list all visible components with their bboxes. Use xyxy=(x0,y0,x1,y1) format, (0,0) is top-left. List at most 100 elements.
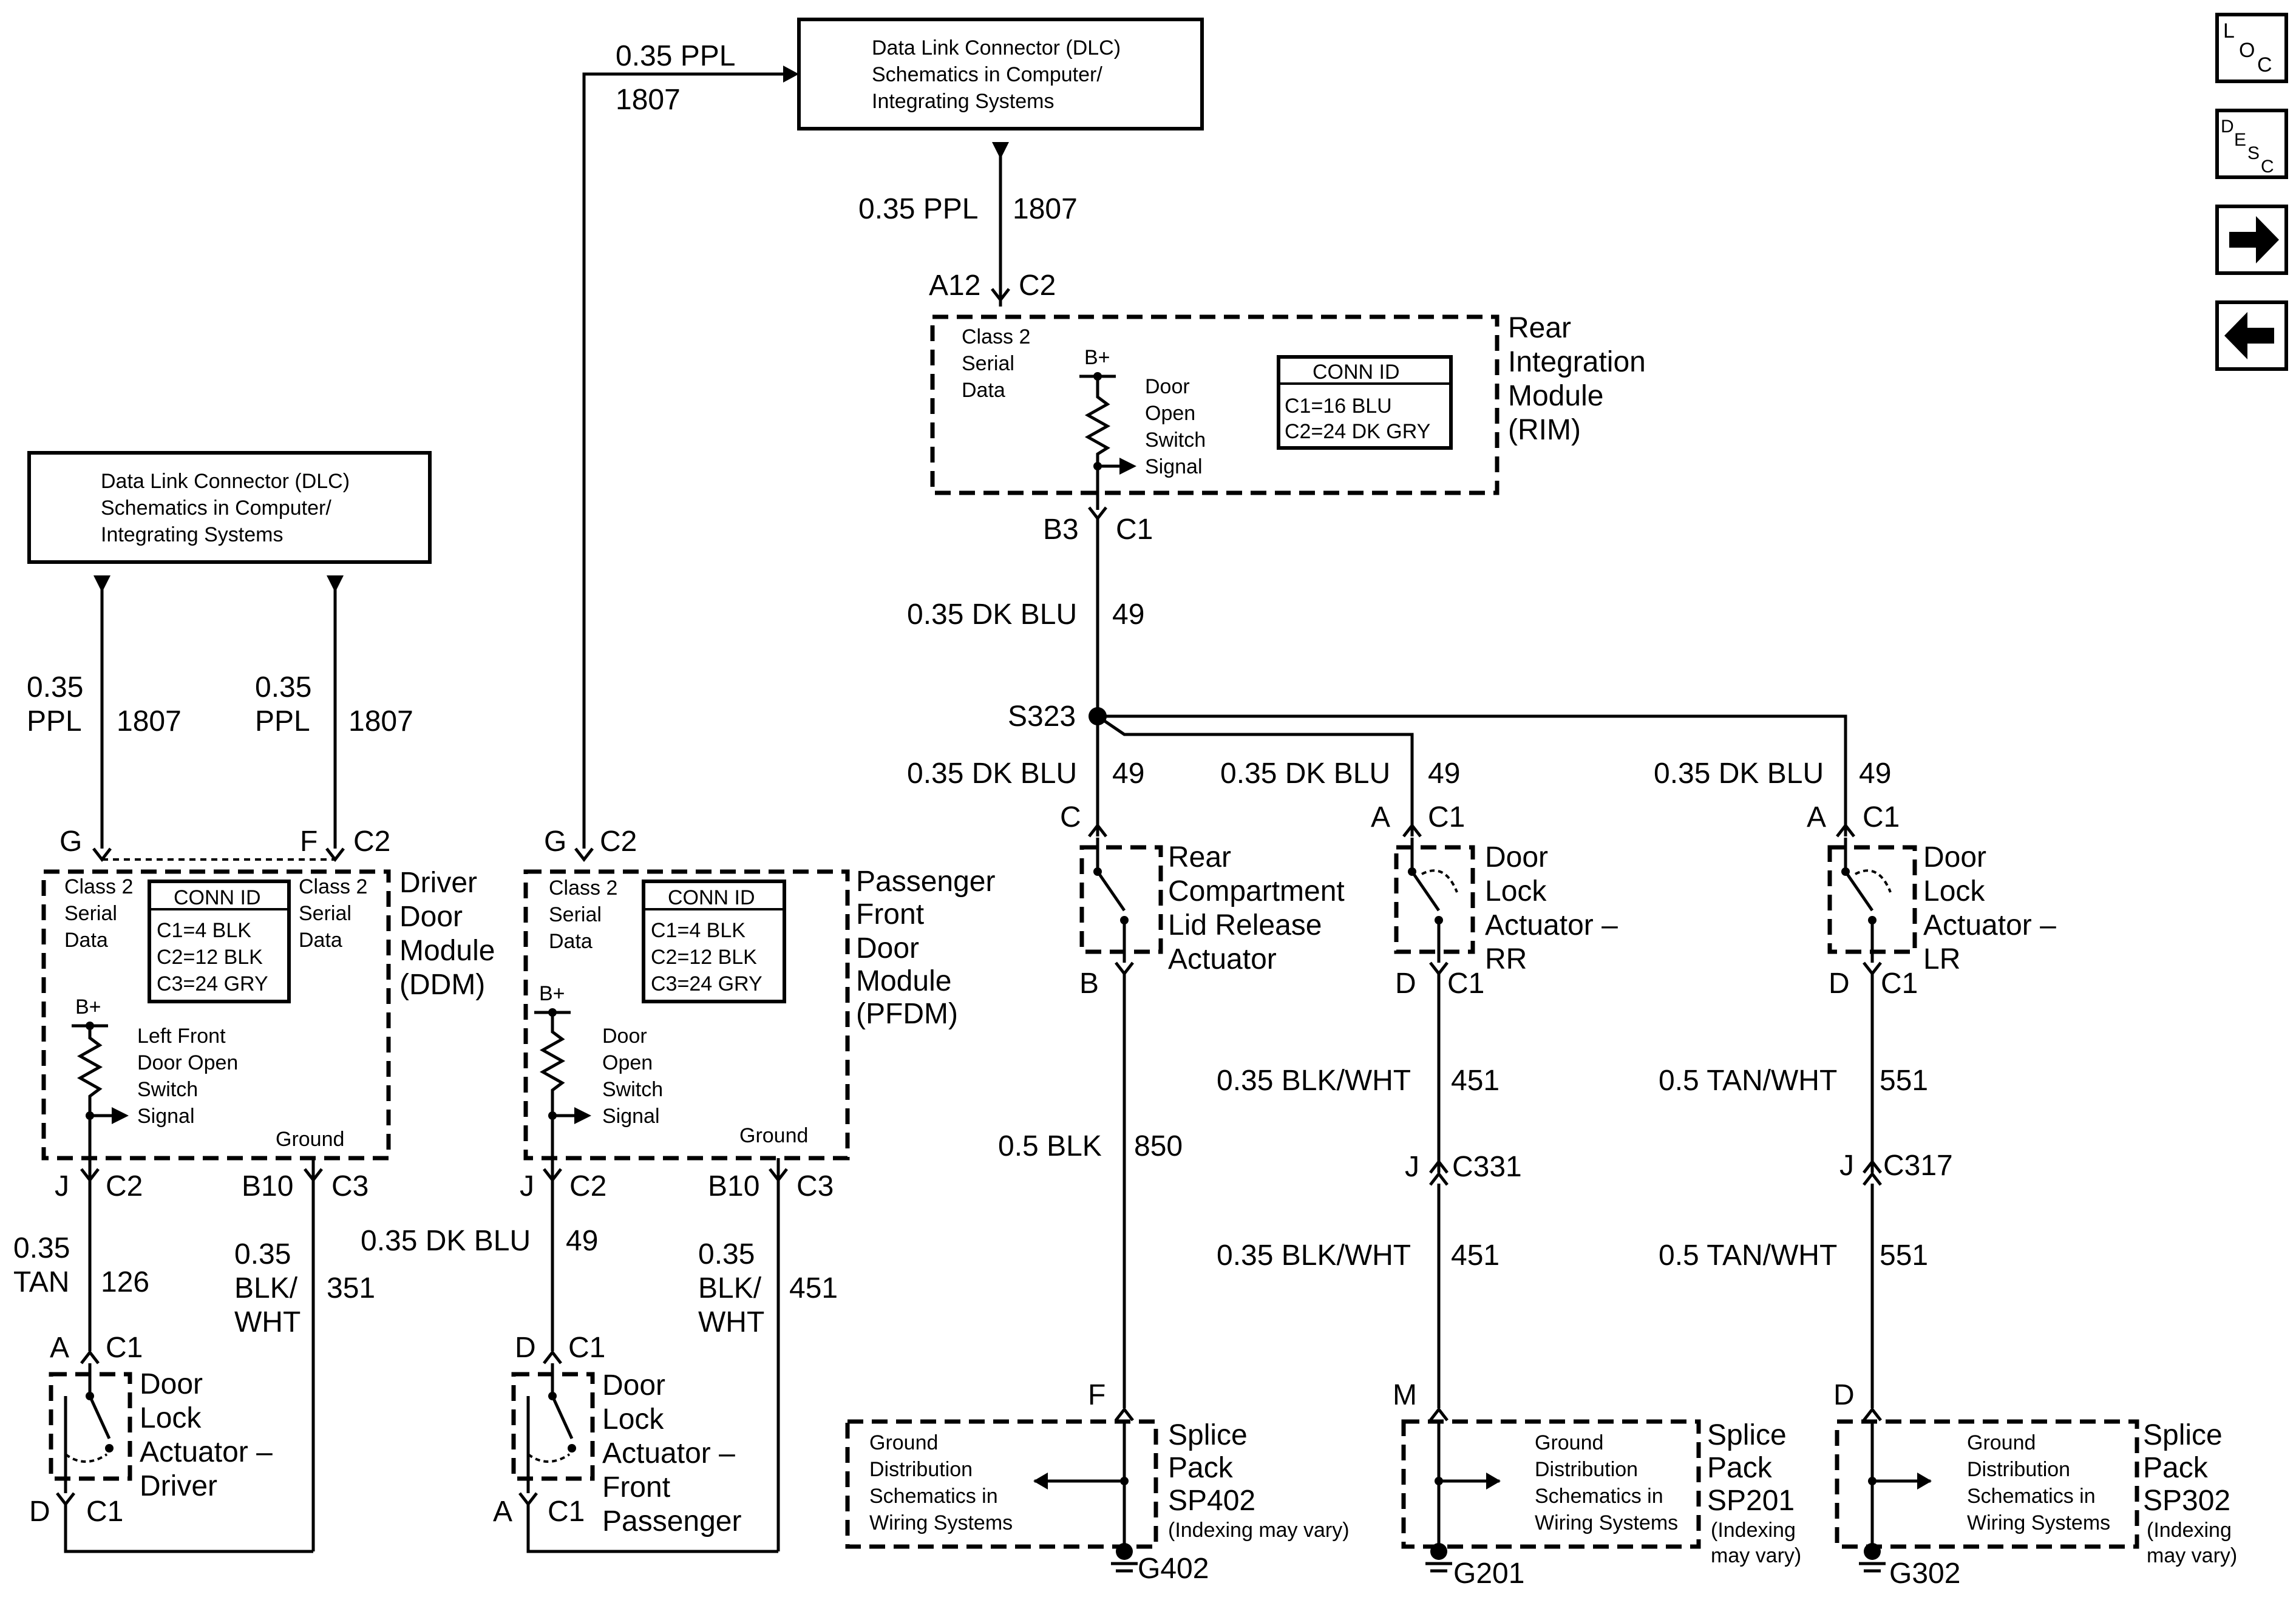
rim-name-3: Module xyxy=(1508,380,1603,412)
ddm-name-1: Driver xyxy=(399,867,477,899)
pfdm-w2-c: 451 xyxy=(789,1272,838,1304)
top-wire-circuit: 1807 xyxy=(616,84,681,116)
pfdm-w1-c: 49 xyxy=(566,1225,598,1257)
sp201-gd-2: Distribution xyxy=(1535,1458,1638,1481)
ddm-w1-g2: TAN xyxy=(13,1266,69,1298)
lr-name-2: Lock xyxy=(1923,875,1985,907)
lr-gauge: 0.35 DK BLU xyxy=(1654,758,1824,790)
pfdm-pin-b10: B10 xyxy=(708,1170,759,1202)
wire-1807-top xyxy=(582,72,784,849)
pfdm-name-2: Front xyxy=(856,898,924,931)
ddm-conn-1: C1=4 BLK xyxy=(157,919,251,942)
rear-name-3: Lid Release xyxy=(1168,909,1322,941)
next-page-button[interactable] xyxy=(2215,205,2288,275)
lr-conn-c1-bot: C1 xyxy=(1881,968,1918,1000)
sp402-gd-4: Wiring Systems xyxy=(869,1511,1013,1534)
lr-circuit: 49 xyxy=(1859,758,1891,790)
rim-sw-4: Signal xyxy=(1145,455,1203,478)
ddm-pin-j: J xyxy=(55,1170,69,1202)
svg-text:E: E xyxy=(2234,130,2246,150)
ddm-c2a-2: Serial xyxy=(64,902,117,925)
sp402-gd-2: Distribution xyxy=(869,1458,973,1481)
pfdm-bplus: B+ xyxy=(539,982,565,1005)
sp201-gd-1: Ground xyxy=(1535,1431,1603,1454)
dlc-top-line3: Integrating Systems xyxy=(872,90,1054,113)
pass-conn-c1-bot: C1 xyxy=(548,1496,585,1528)
ddm-conn-j: C2 xyxy=(106,1170,143,1202)
rim-name-2: Integration xyxy=(1508,346,1646,378)
loc-button[interactable]: LOC xyxy=(2215,13,2288,83)
sp302-note-1: (Indexing xyxy=(2147,1519,2232,1542)
pfdm-conn-id xyxy=(642,880,786,1003)
lr-pin-d: D xyxy=(1829,968,1850,1000)
pfdm-conn-b10: C3 xyxy=(796,1170,834,1202)
splice-s323-label: S323 xyxy=(1008,700,1076,733)
pfdm-sw-4: Signal xyxy=(602,1105,660,1128)
drv-name-4: Driver xyxy=(140,1470,217,1502)
pass-name-1: Door xyxy=(602,1369,665,1402)
ddm-bplus: B+ xyxy=(75,995,101,1019)
drv-conn-c1-bot: C1 xyxy=(86,1496,123,1528)
pfdm-conn-1: C1=4 BLK xyxy=(651,919,746,942)
pfdm-sw-2: Open xyxy=(602,1051,653,1074)
rr-circuit-low: 451 xyxy=(1451,1239,1500,1272)
ddm-module xyxy=(41,869,391,1161)
dlc-left-line1: Data Link Connector (DLC) xyxy=(101,470,350,493)
prev-page-button[interactable] xyxy=(2215,300,2288,371)
sp201-pin-m: M xyxy=(1393,1379,1417,1411)
ddm-sw-3: Switch xyxy=(137,1078,198,1101)
drv-pin-a: A xyxy=(50,1332,69,1364)
dlc-top-line2: Schematics in Computer/ xyxy=(872,63,1102,86)
rr-gauge-mid: 0.35 BLK/WHT xyxy=(1217,1065,1411,1097)
pfdm-c2-3: Data xyxy=(549,930,593,953)
rr-conn-c1-bot: C1 xyxy=(1447,968,1484,1000)
lr-circuit-mid: 551 xyxy=(1880,1065,1928,1097)
rear-gauge: 0.35 DK BLU xyxy=(907,758,1077,790)
ddm-w2-g2: BLK/ xyxy=(234,1272,298,1304)
rim-class2-1: Class 2 xyxy=(962,325,1030,348)
pfdm-name-5: (PFDM) xyxy=(856,998,958,1030)
sp201-gd-3: Schematics in xyxy=(1535,1485,1663,1508)
pfdm-w2-g1: 0.35 xyxy=(698,1238,755,1270)
rr-gauge: 0.35 DK BLU xyxy=(1220,758,1390,790)
sp402-note: (Indexing may vary) xyxy=(1168,1519,1350,1542)
ddm-w2-g1: 0.35 xyxy=(234,1238,291,1270)
ddm-pin-f: F xyxy=(300,825,318,858)
sp201-gd-4: Wiring Systems xyxy=(1535,1511,1678,1534)
ddm-rw-gauge1: 0.35 xyxy=(255,671,311,703)
dlc-left-line3: Integrating Systems xyxy=(101,523,283,546)
pfdm-sw-1: Door xyxy=(602,1025,647,1048)
sp302-box xyxy=(1835,1419,2139,1549)
rr-circuit: 49 xyxy=(1428,758,1460,790)
pfdm-w2-g3: WHT xyxy=(698,1306,764,1338)
rr-name-4: RR xyxy=(1485,943,1527,975)
rim-name-4: (RIM) xyxy=(1508,414,1581,446)
ddm-conn-2: C2=12 BLK xyxy=(157,946,263,969)
sp302-ground: G302 xyxy=(1889,1558,1960,1590)
sp402-name-1: Splice xyxy=(1168,1419,1248,1451)
rim-conn-2: C2=24 DK GRY xyxy=(1285,420,1430,443)
rim-bplus: B+ xyxy=(1084,346,1110,369)
ddm-conn-3: C3=24 GRY xyxy=(157,972,268,995)
ddm-c2b-3: Data xyxy=(299,929,342,952)
pfdm-w2-g2: BLK/ xyxy=(698,1272,762,1304)
ddm-conn-title: CONN ID xyxy=(174,886,261,909)
ddm-lw-gauge1: 0.35 xyxy=(27,671,83,703)
rim-module xyxy=(930,314,1500,495)
pass-pin-d: D xyxy=(515,1332,536,1364)
top-wire-gauge: 0.35 PPL xyxy=(616,40,735,72)
sp302-note-2: may vary) xyxy=(2147,1544,2237,1567)
arrow-right-icon xyxy=(2229,216,2279,263)
lr-name-4: LR xyxy=(1923,943,1960,975)
ddm-sw-2: Door Open xyxy=(137,1051,238,1074)
pfdm-c2-1: Class 2 xyxy=(549,876,617,900)
svg-text:S: S xyxy=(2247,143,2260,163)
ddm-c2a-3: Data xyxy=(64,929,108,952)
sp302-gd-1: Ground xyxy=(1967,1431,2036,1454)
rr-name-1: Door xyxy=(1485,841,1548,873)
sp302-gd-4: Wiring Systems xyxy=(1967,1511,2110,1534)
svg-text:D: D xyxy=(2221,117,2234,137)
rear-name-1: Rear xyxy=(1168,841,1231,873)
ddm-name-4: (DDM) xyxy=(399,969,485,1001)
